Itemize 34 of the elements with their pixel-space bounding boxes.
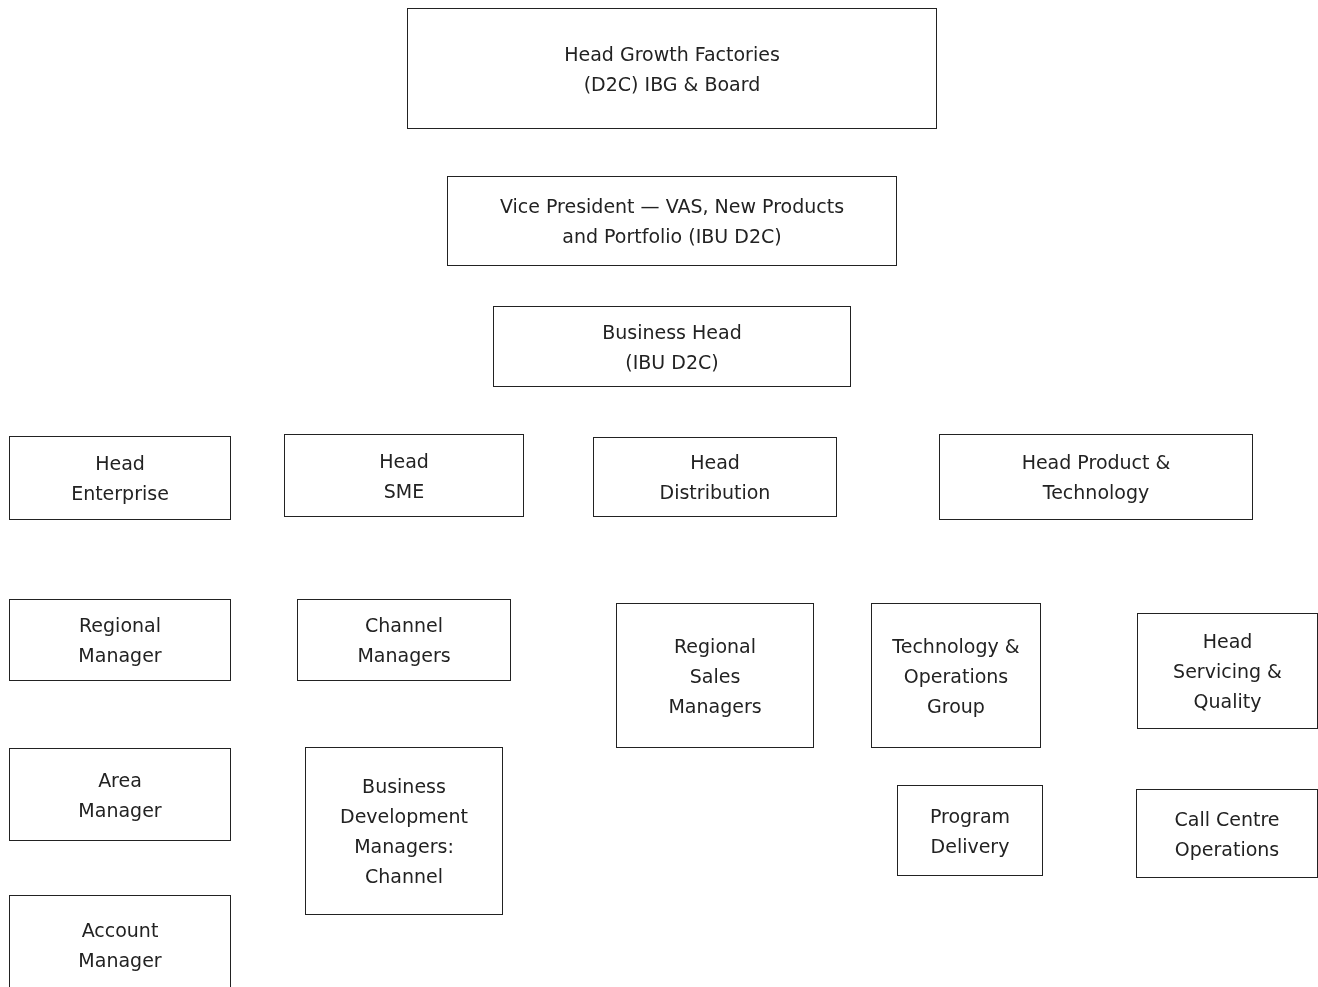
role-title: Area Manager xyxy=(77,767,163,823)
role-title: Business Head (IBU D2C) xyxy=(601,319,743,375)
role-title: Regional Manager xyxy=(77,613,163,668)
role-box xyxy=(407,8,937,129)
role-title: Program Delivery xyxy=(928,803,1012,859)
role-title: Regional Sales Managers xyxy=(667,633,763,719)
role-box xyxy=(284,434,524,517)
role-title: Technology & Operations Group xyxy=(891,633,1021,719)
role-title: Vice President — VAS, New Products and Portfolio (IBU D2C) xyxy=(498,194,846,249)
role-box xyxy=(616,603,814,748)
role-title: Head Growth Factories (D2C) IBG & Board xyxy=(563,41,781,97)
role-box xyxy=(939,434,1253,520)
role-box xyxy=(9,748,231,841)
role-box xyxy=(447,176,897,266)
role-box xyxy=(897,785,1043,876)
role-title: Business Development Managers: Channel xyxy=(339,774,469,889)
role-title: Head Distribution xyxy=(658,450,772,505)
role-title: Call Centre Operations xyxy=(1173,806,1281,862)
role-box xyxy=(9,895,231,987)
role-title: Head Product & Technology xyxy=(1020,450,1172,505)
role-title: Head Servicing & Quality xyxy=(1172,629,1283,714)
role-box xyxy=(593,437,837,517)
role-box xyxy=(9,436,231,520)
role-box xyxy=(1137,613,1318,729)
role-title: Head SME xyxy=(378,448,430,504)
role-title: Head Enterprise xyxy=(70,451,170,506)
role-title: Account Manager xyxy=(77,918,163,973)
role-box xyxy=(9,599,231,681)
role-box xyxy=(871,603,1041,748)
role-title: Channel Managers xyxy=(356,613,452,668)
role-box xyxy=(305,747,503,915)
role-box xyxy=(493,306,851,387)
role-box xyxy=(297,599,511,681)
role-box xyxy=(1136,789,1318,878)
